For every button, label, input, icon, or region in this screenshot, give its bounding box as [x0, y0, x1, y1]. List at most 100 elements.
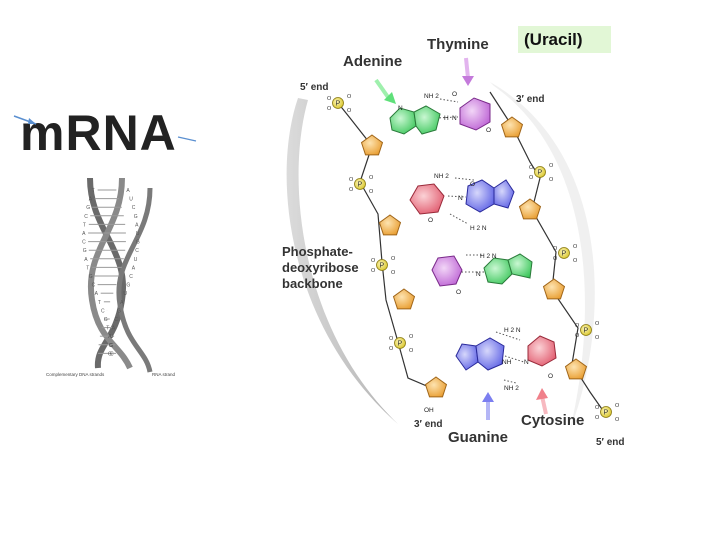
helix-letter: G	[126, 283, 130, 289]
label-cytosine: Cytosine	[521, 412, 584, 429]
helix-letter: G	[83, 248, 87, 254]
helix-letter: C	[135, 248, 139, 254]
phosphate-oxygen: O	[349, 177, 354, 183]
sugar-ring	[500, 116, 524, 138]
phosphate-label: P	[380, 263, 385, 270]
atom-nh-1: NH	[502, 359, 512, 366]
sugar-ring	[424, 376, 448, 398]
phosphate-oxygen: O	[327, 96, 332, 102]
helix-letter: T	[92, 188, 95, 194]
helix-letter: G	[117, 308, 121, 314]
label-backbone-3: backbone	[282, 276, 343, 291]
phosphate-oxygen: O	[347, 108, 352, 114]
backbone-shadow-right	[490, 82, 595, 430]
atom-n-3: N	[458, 195, 463, 202]
sugar-ring	[542, 278, 566, 300]
helix-caption-left: Complementary DNA strands	[46, 372, 105, 377]
guanine-ring-5	[493, 179, 515, 209]
phosphate-oxygen: O	[549, 177, 554, 183]
phosphate-label: P	[562, 251, 567, 258]
phosphate-label: P	[336, 101, 341, 108]
atom-o-2: O	[486, 127, 491, 134]
helix-letter: C	[129, 274, 133, 280]
phosphate-oxygen: O	[595, 335, 600, 341]
phosphate-oxygen: O	[575, 323, 580, 329]
phosphate-label: P	[604, 410, 609, 417]
helix-letter: G	[109, 343, 113, 349]
phosphate-oxygen: O	[573, 244, 578, 250]
adenine-ring-5b	[507, 253, 533, 279]
cytosine-ring-2	[527, 335, 557, 367]
label-backbone-2: deoxyribose	[282, 260, 359, 275]
backbone-shadow-left	[286, 98, 398, 424]
thymine-ring-2	[431, 255, 463, 287]
phosphate-atom	[394, 337, 406, 349]
helix-letter: A	[126, 188, 130, 194]
phosphate-oxygen: O	[595, 405, 600, 411]
helix-letter: C	[84, 214, 88, 220]
phosphate-oxygen: O	[573, 258, 578, 264]
label-backbone-1: Phosphate-	[282, 244, 353, 259]
phosphate-atom	[558, 247, 570, 259]
atom-o-3: O	[470, 181, 475, 188]
helix-strand-b	[87, 177, 133, 370]
helix-letter: C	[82, 240, 86, 246]
base-pair-3	[431, 253, 533, 287]
base-pair-4	[455, 335, 557, 371]
phosphate-oxygen: O	[389, 346, 394, 352]
helix-letter: C	[110, 351, 114, 357]
helix-letter: G	[86, 205, 90, 211]
phosphate-oxygen: O	[595, 321, 600, 327]
phosphate-oxygen: O	[409, 348, 414, 354]
adenine-ring-6	[389, 107, 417, 135]
atom-n-1: N	[398, 105, 403, 112]
helix-letter: T	[106, 326, 109, 332]
phosphate-oxygen: O	[575, 333, 580, 339]
helix-letter: G	[134, 214, 138, 220]
phosphate-atom	[354, 178, 366, 190]
phosphate-oxygen: O	[595, 415, 600, 421]
atom-labels: NH 2 O N H N O NH 2 O N O H 2 N H 2 N N …	[398, 91, 553, 414]
sugar-ring	[392, 288, 416, 310]
atom-n-5: N	[524, 359, 529, 366]
phosphate-label: P	[358, 182, 363, 189]
phosphate-oxygen: O	[391, 256, 396, 262]
atom-n-4: N	[476, 271, 481, 278]
phosphate-oxygen: O	[529, 165, 534, 171]
base-pair-1	[389, 97, 491, 135]
phosphate-oxygen: O	[389, 336, 394, 342]
helix-letter: A	[84, 257, 88, 263]
helix-letter: U	[136, 231, 140, 237]
label-thymine: Thymine	[427, 36, 489, 53]
phosphate-oxygen: O	[327, 106, 332, 112]
diagram-labels: Adenine Thymine Guanine Cytosine Phospha…	[282, 36, 625, 448]
helix-letter: T	[83, 222, 86, 228]
phosphate-atom	[580, 324, 592, 336]
helix-letter: C	[92, 283, 96, 289]
helix-letter: U	[134, 257, 138, 263]
atom-h2n-2: H 2 N	[480, 253, 497, 260]
atom-o-6: O	[548, 373, 553, 380]
label-three-end-bottom: 3′ end	[414, 419, 443, 430]
helix-letter: G	[104, 317, 108, 323]
guanine-ring-5b	[455, 343, 479, 371]
phosphate-oxygen: O	[371, 268, 376, 274]
phosphate-oxygen: O	[615, 417, 620, 423]
phosphate-label: P	[584, 328, 589, 335]
helix-letter: U	[110, 334, 114, 340]
uracil-label: (Uracil)	[518, 26, 611, 53]
helix-letter: T	[98, 300, 101, 306]
helix-letter: U	[129, 197, 133, 203]
phosphate-label: P	[398, 341, 403, 348]
atom-nh2-2: NH 2	[434, 173, 449, 180]
phosphate-oxygen: O	[349, 187, 354, 193]
phosphate-oxygen: O	[553, 256, 558, 262]
helix-letter: U	[123, 291, 127, 297]
label-arrows	[374, 57, 548, 420]
label-adenine: Adenine	[343, 53, 402, 70]
atom-n-2: N	[452, 115, 457, 122]
phosphate-oxygen: O	[369, 175, 374, 181]
